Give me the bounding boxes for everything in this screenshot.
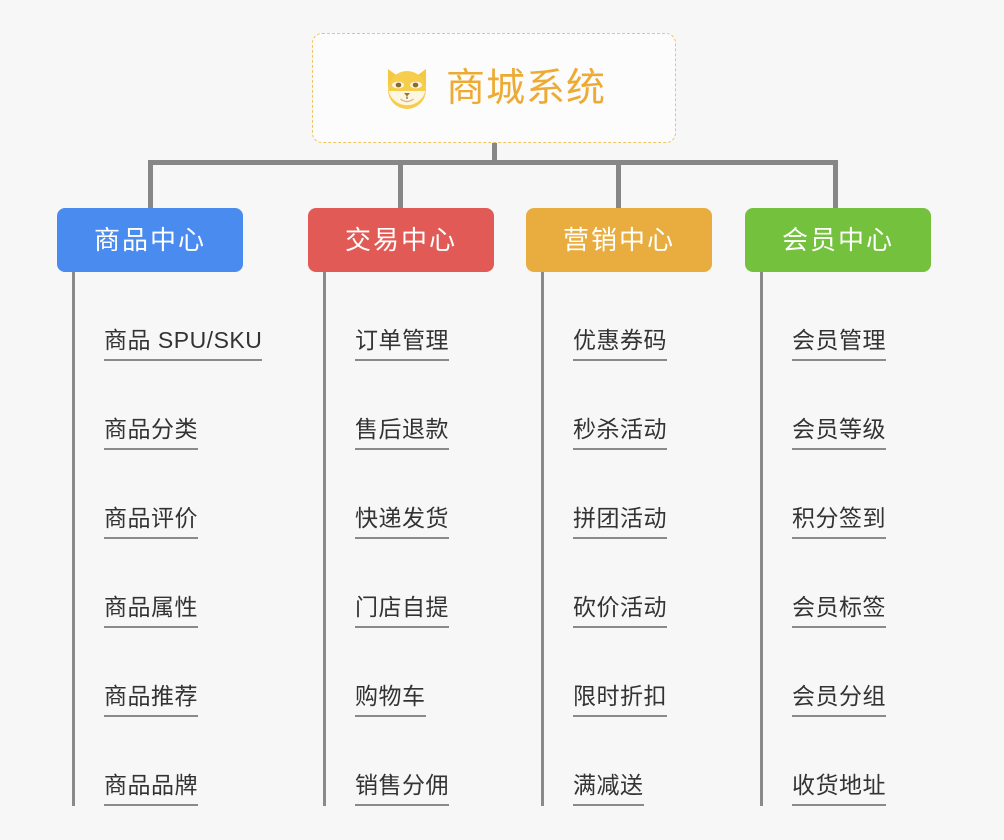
leaf-label: 会员等级 <box>792 416 886 450</box>
leaf-label: 商品品牌 <box>104 772 198 806</box>
list-item[interactable]: 砍价活动 <box>541 539 667 628</box>
leaf-label: 优惠券码 <box>573 327 667 361</box>
leaf-label: 会员管理 <box>792 327 886 361</box>
leaf-column-marketing: 优惠券码 秒杀活动 拼团活动 砍价活动 限时折扣 满减送 <box>541 272 667 806</box>
list-item[interactable]: 会员等级 <box>760 361 886 450</box>
list-item[interactable]: 积分签到 <box>760 450 886 539</box>
list-item[interactable]: 满减送 <box>541 717 667 806</box>
leaf-label: 销售分佣 <box>355 772 449 806</box>
leaf-label: 售后退款 <box>355 416 449 450</box>
category-box-marketing[interactable]: 营销中心 <box>526 208 712 272</box>
connector-root-stem <box>492 143 497 164</box>
leaf-label: 拼团活动 <box>573 505 667 539</box>
leaf-column-trade: 订单管理 售后退款 快递发货 门店自提 购物车 销售分佣 <box>323 272 449 806</box>
category-box-product[interactable]: 商品中心 <box>57 208 243 272</box>
trunk-line-member <box>760 272 763 806</box>
leaf-label: 限时折扣 <box>573 683 667 717</box>
root-node-mall-system[interactable]: 商城系统 <box>312 33 676 143</box>
leaf-label: 满减送 <box>573 772 644 806</box>
leaf-label: 购物车 <box>355 683 426 717</box>
category-box-member[interactable]: 会员中心 <box>745 208 931 272</box>
leaf-label: 订单管理 <box>355 327 449 361</box>
leaf-label: 快递发货 <box>355 505 449 539</box>
list-item[interactable]: 会员管理 <box>760 272 886 361</box>
leaf-label: 门店自提 <box>355 594 449 628</box>
connector-drop-2 <box>398 160 403 209</box>
leaf-label: 秒杀活动 <box>573 416 667 450</box>
connector-horizontal-bus <box>148 160 838 165</box>
list-item[interactable]: 购物车 <box>323 628 449 717</box>
leaf-label: 商品属性 <box>104 594 198 628</box>
connector-drop-1 <box>148 160 153 209</box>
leaf-label: 砍价活动 <box>573 594 667 628</box>
list-item[interactable]: 订单管理 <box>323 272 449 361</box>
connector-drop-3 <box>616 160 621 209</box>
category-label-trade: 交易中心 <box>344 225 457 255</box>
leaf-label: 商品推荐 <box>104 683 198 717</box>
category-label-member: 会员中心 <box>781 225 894 255</box>
leaf-label: 会员标签 <box>792 594 886 628</box>
leaf-label: 会员分组 <box>792 683 886 717</box>
list-item[interactable]: 商品评价 <box>72 450 262 539</box>
leaf-label: 商品分类 <box>104 416 198 450</box>
list-item[interactable]: 优惠券码 <box>541 272 667 361</box>
leaf-column-product: 商品 SPU/SKU 商品分类 商品评价 商品属性 商品推荐 商品品牌 <box>72 272 263 806</box>
list-item[interactable]: 会员分组 <box>760 628 886 717</box>
root-title: 商城系统 <box>445 66 606 110</box>
trunk-line-marketing <box>541 272 544 806</box>
leaf-label: 收货地址 <box>792 772 886 806</box>
list-item[interactable]: 会员标签 <box>760 539 886 628</box>
category-box-trade[interactable]: 交易中心 <box>308 208 494 272</box>
category-label-product: 商品中心 <box>93 225 206 255</box>
leaf-label: 商品 SPU/SKU <box>104 327 263 361</box>
list-item[interactable]: 快递发货 <box>323 450 449 539</box>
list-item[interactable]: 拼团活动 <box>541 450 667 539</box>
trunk-line-product <box>72 272 75 806</box>
leaf-label: 商品评价 <box>104 505 198 539</box>
list-item[interactable]: 限时折扣 <box>541 628 667 717</box>
list-item[interactable]: 商品 SPU/SKU <box>72 272 263 361</box>
category-label-marketing: 营销中心 <box>562 225 675 255</box>
trunk-line-trade <box>323 272 326 806</box>
list-item[interactable]: 售后退款 <box>323 361 449 450</box>
leaf-column-member: 会员管理 会员等级 积分签到 会员标签 会员分组 收货地址 <box>760 272 886 806</box>
connector-drop-4 <box>833 160 838 209</box>
list-item[interactable]: 收货地址 <box>760 717 886 806</box>
list-item[interactable]: 商品属性 <box>72 539 262 628</box>
list-item[interactable]: 商品分类 <box>72 361 262 450</box>
list-item[interactable]: 商品推荐 <box>72 628 262 717</box>
leaf-label: 积分签到 <box>792 505 886 539</box>
list-item[interactable]: 商品品牌 <box>72 717 262 806</box>
list-item[interactable]: 秒杀活动 <box>541 361 667 450</box>
shiba-dog-icon <box>382 65 432 111</box>
list-item[interactable]: 销售分佣 <box>323 717 449 806</box>
list-item[interactable]: 门店自提 <box>323 539 449 628</box>
